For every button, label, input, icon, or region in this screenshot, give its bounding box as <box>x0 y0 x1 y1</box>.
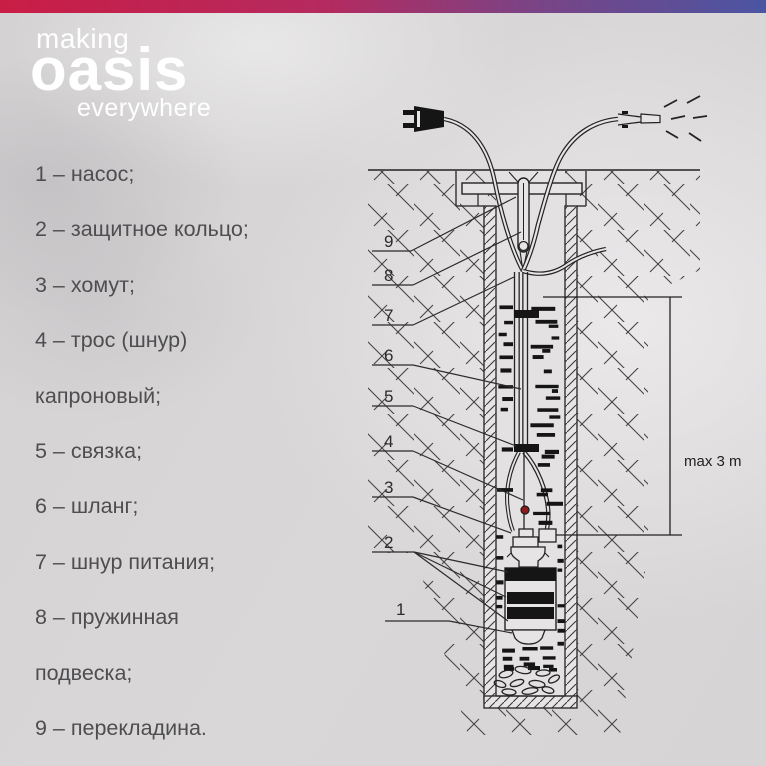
pebbles <box>493 665 561 696</box>
legend-line: 7 – шнур питания; <box>35 549 216 574</box>
callout-labels: 9 8 7 6 5 4 3 2 1 <box>384 232 405 619</box>
callout-4 <box>372 450 524 501</box>
legend-line: 5 – связка; <box>35 439 143 464</box>
water-dashes <box>496 305 565 672</box>
callout-5 <box>372 405 517 447</box>
legend-line: 6 – шланг; <box>35 494 139 519</box>
callout-label-3: 3 <box>384 478 393 497</box>
legend-line: 8 – пружинная <box>35 605 179 630</box>
callout-label-1: 1 <box>396 600 405 619</box>
spring-suspension <box>517 177 530 272</box>
callout-1 <box>385 620 513 634</box>
power-cord <box>443 116 525 448</box>
logo-word-everywhere: everywhere <box>77 94 212 122</box>
legend-line: 9 – перекладина. <box>35 716 207 741</box>
callout-label-6: 6 <box>384 346 393 365</box>
legend-line: подвеска; <box>35 660 133 685</box>
logo-word-making: making <box>36 23 130 54</box>
red-marker-dot <box>520 505 530 515</box>
callout-label-5: 5 <box>384 387 393 406</box>
well-casing <box>483 205 578 709</box>
callout-label-9: 9 <box>384 232 393 251</box>
callout-2 <box>372 551 509 622</box>
pump <box>504 528 557 645</box>
spray-nozzle-icon <box>617 95 708 142</box>
legend-line: 3 – хомут; <box>35 272 135 297</box>
callout-6 <box>372 364 522 390</box>
parts-legend: 1 – насос; 2 – защитное кольцо; 3 – хому… <box>35 147 365 756</box>
legend-line: 1 – насос; <box>35 162 135 186</box>
nylon-rope <box>523 272 529 529</box>
callout-label-8: 8 <box>384 266 393 285</box>
spray-icon <box>663 95 708 142</box>
logo-word-oasis: oasis <box>30 36 189 103</box>
power-plug-icon <box>403 106 444 132</box>
callout-3 <box>372 496 512 534</box>
callouts <box>372 196 524 634</box>
dimension-max-3m <box>543 296 682 536</box>
water-hose <box>505 116 619 532</box>
legend-line: 4 – трос (шнур) <box>35 328 188 353</box>
callout-9 <box>372 196 517 252</box>
protective-rings <box>505 568 556 619</box>
callout-8 <box>372 231 522 286</box>
tie-band-lower <box>514 444 539 452</box>
callout-7 <box>372 276 515 326</box>
callout-label-2: 2 <box>384 533 393 552</box>
brand-gradient-bar <box>0 0 766 13</box>
callout-label-4: 4 <box>384 432 393 451</box>
legend-line: капроновый; <box>35 383 162 408</box>
tie-band-upper <box>514 310 539 318</box>
dimension-label: max 3 m <box>684 453 742 470</box>
callout-label-7: 7 <box>384 306 393 325</box>
legend-line: 2 – защитное кольцо; <box>35 217 249 242</box>
